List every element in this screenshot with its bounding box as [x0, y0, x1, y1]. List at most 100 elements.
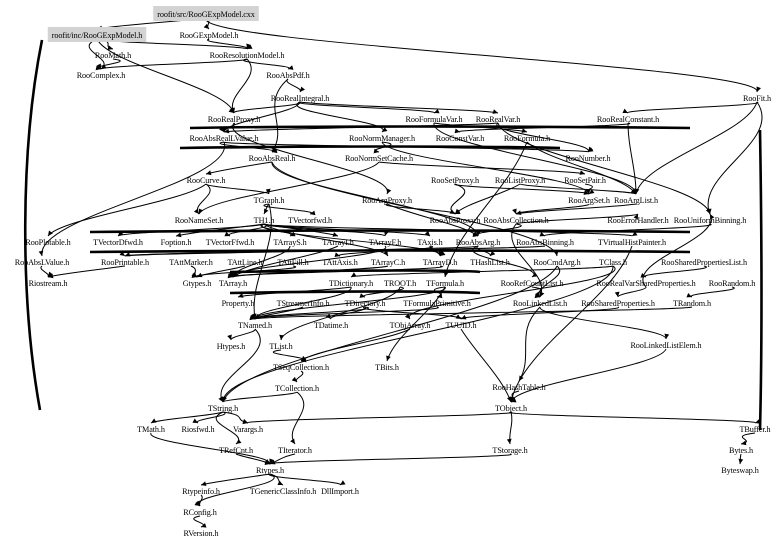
node-Riosfwd[interactable]: Riosfwd.h	[182, 425, 215, 434]
node-RooRealVarSharedProperties[interactable]: RooRealVarSharedProperties.h	[596, 279, 695, 288]
node-TAttFill[interactable]: TAttFill.h	[277, 258, 308, 267]
node-Htypes[interactable]: Htypes.h	[217, 342, 246, 351]
node-RooGExpModel[interactable]: RooGExpModel.h	[180, 31, 239, 40]
node-RooNormSetCache[interactable]: RooNormSetCache.h	[345, 154, 413, 163]
node-RooRandom[interactable]: RooRandom.h	[709, 279, 756, 288]
node-RooHashTable[interactable]: RooHashTable.h	[492, 383, 545, 392]
node-RooSetPair[interactable]: RooSetPair.h	[564, 176, 606, 185]
node-TBits[interactable]: TBits.h	[375, 363, 399, 372]
node-TMath[interactable]: TMath.h	[137, 425, 165, 434]
node-src[interactable]: roofit/src/RooGExpModel.cxx	[153, 6, 259, 21]
node-RooLinkedList[interactable]: RooLinkedList.h	[513, 299, 567, 308]
node-TVectorfwd[interactable]: TVectorfwd.h	[288, 216, 332, 225]
node-RooPrintable[interactable]: RooPrintable.h	[101, 258, 149, 267]
node-TAttLine[interactable]: TAttLine.h	[228, 258, 263, 267]
node-RooListProxy[interactable]: RooListProxy.h	[495, 176, 545, 185]
node-RooAbsCollection[interactable]: RooAbsCollection.h	[483, 216, 548, 225]
node-Property[interactable]: Property.h	[222, 299, 255, 308]
node-RooAbsRealLValue[interactable]: RooAbsRealLValue.h	[189, 134, 258, 143]
node-TList[interactable]: TList.h	[269, 342, 292, 351]
node-TGenericClassInfo[interactable]: TGenericClassInfo.h	[250, 487, 317, 496]
node-Rtypeinfo[interactable]: Rtypeinfo.h	[182, 487, 220, 496]
node-Riostream[interactable]: Riostream.h	[29, 279, 68, 288]
node-TGraph[interactable]: TGraph.h	[254, 196, 285, 205]
node-RooMath[interactable]: RooMath.h	[95, 51, 131, 60]
node-TString[interactable]: TString.h	[208, 404, 238, 413]
node-RooAbsArg[interactable]: RooAbsArg.h	[456, 238, 501, 247]
node-TDictionary[interactable]: TDictionary.h	[329, 279, 373, 288]
node-TRandom[interactable]: TRandom.h	[673, 299, 711, 308]
node-RooFormulaVar[interactable]: RooFormulaVar.h	[406, 115, 463, 124]
node-TFormulaPrimitive[interactable]: TFormulaPrimitive.h	[403, 299, 471, 308]
node-TArrayD[interactable]: TArrayD.h	[423, 258, 458, 267]
node-TAttAxis[interactable]: TAttAxis.h	[322, 258, 358, 267]
node-RooNormManager[interactable]: RooNormManager.h	[349, 134, 415, 143]
node-TAxis[interactable]: TAxis.h	[417, 238, 442, 247]
node-TAttMarker[interactable]: TAttMarker.h	[169, 258, 212, 267]
node-TRefCnt[interactable]: TRefCnt.h	[219, 446, 253, 455]
node-TArrayS[interactable]: TArrayS.h	[273, 238, 306, 247]
node-RooArgList[interactable]: RooArgList.h	[614, 196, 658, 205]
node-Byteswap[interactable]: Byteswap.h	[721, 466, 759, 475]
node-RooSharedPropertiesList[interactable]: RooSharedPropertiesList.h	[661, 258, 747, 267]
node-TClass[interactable]: TClass.h	[599, 258, 627, 267]
node-TSeqCollection[interactable]: TSeqCollection.h	[273, 363, 329, 372]
node-THashList[interactable]: THashList.h	[470, 258, 510, 267]
node-TH1[interactable]: TH1.h	[254, 216, 275, 225]
node-TFormula[interactable]: TFormula.h	[426, 279, 464, 288]
node-RooRealConstant[interactable]: RooRealConstant.h	[597, 115, 659, 124]
node-inc[interactable]: roofit/inc/RooGExpModel.h	[47, 27, 147, 42]
node-RooLinkedListElem[interactable]: RooLinkedListElem.h	[630, 341, 701, 350]
node-TVectorFfwd[interactable]: TVectorFfwd.h	[206, 238, 255, 247]
node-Bytes[interactable]: Bytes.h	[729, 446, 753, 455]
node-RooFit[interactable]: RooFit.h	[743, 94, 771, 103]
node-RooAbsLValue[interactable]: RooAbsLValue.h	[15, 258, 70, 267]
node-RooRefCountList[interactable]: RooRefCountList.h	[501, 279, 564, 288]
node-RooNameSet[interactable]: RooNameSet.h	[175, 216, 224, 225]
node-TStorage[interactable]: TStorage.h	[492, 446, 527, 455]
node-TObjArray[interactable]: TObjArray.h	[390, 321, 431, 330]
node-RooSharedProperties[interactable]: RooSharedProperties.h	[581, 299, 655, 308]
node-RooUniformBinning[interactable]: RooUniformBinning.h	[674, 216, 747, 225]
node-RConfig[interactable]: RConfig.h	[183, 508, 217, 517]
node-TArrayC[interactable]: TArrayC.h	[371, 258, 405, 267]
node-TNamed[interactable]: TNamed.h	[238, 321, 272, 330]
node-TArray[interactable]: TArray.h	[219, 279, 247, 288]
node-TVectorDfwd[interactable]: TVectorDfwd.h	[93, 238, 143, 247]
node-TUUID[interactable]: TUUID.h	[446, 321, 477, 330]
node-TROOT[interactable]: TROOT.h	[384, 279, 416, 288]
node-RooSetProxy[interactable]: RooSetProxy.h	[431, 176, 479, 185]
node-RooFormula[interactable]: RooFormula.h	[504, 134, 550, 143]
node-Varargs[interactable]: Varargs.h	[233, 425, 263, 434]
node-RooAbsPdf[interactable]: RooAbsPdf.h	[266, 71, 309, 80]
node-TBuffer[interactable]: TBuffer.h	[739, 425, 770, 434]
node-TDirectory[interactable]: TDirectory.h	[345, 299, 386, 308]
node-TVirtualHistPainter[interactable]: TVirtualHistPainter.h	[598, 238, 666, 247]
node-RooArgProxy[interactable]: RooArgProxy.h	[362, 196, 412, 205]
node-RooArgSet[interactable]: RooArgSet.h	[568, 196, 610, 205]
node-TDatime[interactable]: TDatime.h	[314, 321, 348, 330]
node-RooNumber[interactable]: RooNumber.h	[565, 154, 610, 163]
node-RVersion[interactable]: RVersion.h	[184, 529, 219, 538]
node-RooAbsReal[interactable]: RooAbsReal.h	[249, 154, 296, 163]
node-RooResolutionModel[interactable]: RooResolutionModel.h	[210, 51, 285, 60]
node-TCollection[interactable]: TCollection.h	[275, 384, 319, 393]
node-Foption[interactable]: Foption.h	[161, 238, 192, 247]
node-Gtypes[interactable]: Gtypes.h	[183, 279, 212, 288]
node-RooRealProxy[interactable]: RooRealProxy.h	[208, 115, 261, 124]
node-RooAbsBinning[interactable]: RooAbsBinning.h	[516, 238, 574, 247]
node-DllImport[interactable]: DllImport.h	[321, 487, 359, 496]
node-RooCmdArg[interactable]: RooCmdArg.h	[533, 258, 580, 267]
node-TArrayI[interactable]: TArrayI.h	[322, 238, 354, 247]
node-RooConstVar[interactable]: RooConstVar.h	[436, 134, 485, 143]
node-RooAbsProxy[interactable]: RooAbsProxy.h	[430, 216, 481, 225]
node-TStreamerInfo[interactable]: TStreamerInfo.h	[277, 299, 330, 308]
node-RooCurve[interactable]: RooCurve.h	[187, 176, 226, 185]
node-RooRealIntegral[interactable]: RooRealIntegral.h	[271, 94, 330, 103]
node-RooRealVar[interactable]: RooRealVar.h	[476, 115, 521, 124]
node-RooComplex[interactable]: RooComplex.h	[77, 71, 126, 80]
node-RooErrorHandler[interactable]: RooErrorHandler.h	[607, 216, 668, 225]
node-Rtypes[interactable]: Rtypes.h	[256, 466, 284, 475]
node-TObject[interactable]: TObject.h	[495, 404, 527, 413]
node-RooPlotable[interactable]: RooPlotable.h	[25, 238, 70, 247]
